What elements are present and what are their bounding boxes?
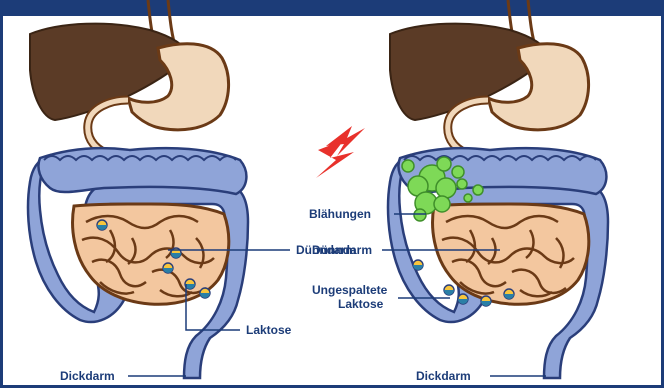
label-dickdarm-right: Dickdarm [416, 370, 471, 383]
gas-bubble-icon [464, 194, 472, 202]
lactose-particle-icon [481, 296, 491, 306]
label-duenndarm-right: Dünndarm [312, 244, 372, 257]
lactose-particle-icon [458, 294, 468, 304]
lightning-bolt-icon [316, 126, 365, 178]
label-laktose: Laktose [246, 324, 291, 337]
gas-bubble-icon [457, 179, 467, 189]
lactose-particle-icon [163, 263, 173, 273]
left-digestive-system [28, 0, 248, 378]
gas-bubble-icon [452, 166, 464, 178]
lactose-particle-icon [504, 289, 514, 299]
label-dickdarm-left: Dickdarm [60, 370, 115, 383]
gas-bubble-icon [473, 185, 483, 195]
lactose-particle-icon [444, 285, 454, 295]
lactose-particle-icon [200, 288, 210, 298]
label-ungespaltete: Ungespaltete [312, 284, 387, 297]
gas-bubble-icon [402, 160, 414, 172]
lactose-particle-icon [413, 260, 423, 270]
gas-bubble-icon [437, 157, 451, 171]
lactose-particle-icon [97, 220, 107, 230]
label-ungespaltete-laktose: Laktose [338, 298, 383, 311]
gas-bubble-icon [436, 178, 456, 198]
label-blaehungen: Blähungen [309, 208, 371, 221]
gas-bubble-icon [434, 196, 450, 212]
gas-bubble-icon [414, 209, 426, 221]
